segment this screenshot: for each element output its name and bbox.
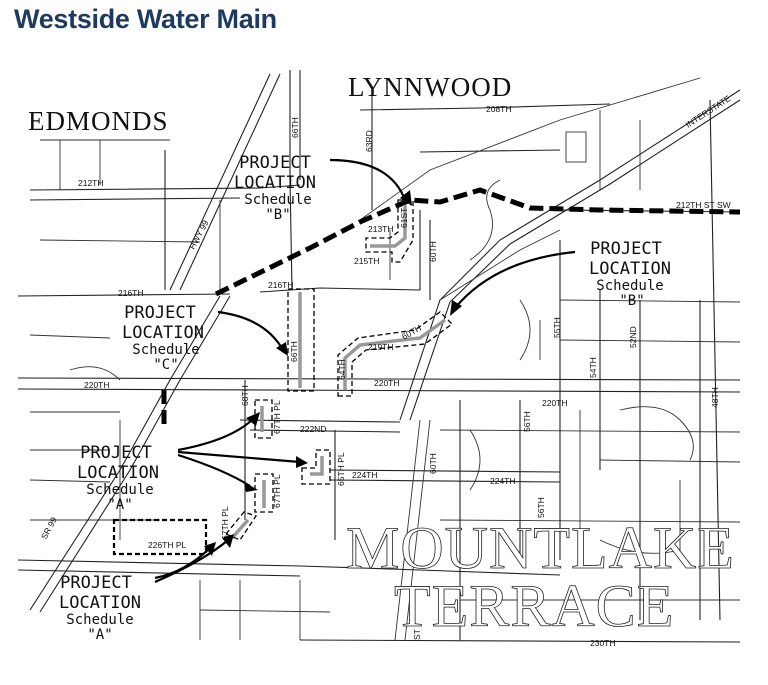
street-label: 65TH PL	[336, 452, 346, 486]
street-label: 226TH PL	[148, 540, 187, 550]
callout-title: LOCATION	[59, 593, 141, 613]
city-label-mountlake: MOUNTLAKE	[346, 515, 735, 581]
callout-title: LOCATION	[589, 259, 671, 279]
project-area-c	[287, 288, 315, 392]
callout-title: PROJECT	[590, 239, 662, 259]
street-label: 230TH	[590, 638, 616, 648]
callout-title: LOCATION	[77, 463, 159, 483]
callout-schedule: Schedule	[244, 192, 311, 208]
street-label: 67TH PL	[220, 506, 230, 540]
callout-title: PROJECT	[239, 153, 311, 173]
street-label: 216TH	[118, 288, 144, 298]
street-label: 222ND	[300, 424, 326, 434]
street-label: 67TH PL	[272, 474, 282, 508]
street-label: 68TH	[240, 385, 250, 406]
callout-schedule: Schedule	[132, 342, 199, 358]
street-label: 64TH	[337, 359, 347, 380]
street-label: 212TH	[78, 178, 104, 188]
street-label: 52ND	[628, 326, 638, 348]
street-label: 220TH	[542, 398, 568, 408]
city-label-terrace: TERRACE	[394, 573, 674, 639]
callout-letter: "A"	[87, 627, 112, 643]
project-area-b-right	[337, 311, 453, 397]
callout-title: PROJECT	[80, 443, 152, 463]
street-label: 212TH ST SW	[676, 200, 731, 210]
callout-title: LOCATION	[122, 323, 204, 343]
project-area-a-65th	[301, 449, 331, 485]
city-label-edmonds: EDMONDS	[28, 106, 169, 136]
street-label: 67TH PL	[272, 400, 282, 434]
callout-schedule: Schedule	[86, 482, 153, 498]
project-area-b-top	[365, 199, 414, 263]
street-label: 220TH	[84, 380, 110, 390]
street-label: 208TH	[486, 104, 512, 114]
street-label: 55TH	[552, 317, 562, 338]
callout-c: PROJECT LOCATION Schedule "C"	[122, 303, 204, 373]
callout-letter: "C"	[153, 357, 178, 373]
project-map: LYNNWOOD EDMONDS MOUNTLAKE TERRACE 208TH…	[17, 62, 746, 648]
street-label: 224TH	[490, 476, 516, 486]
city-label-lynnwood: LYNNWOOD	[348, 72, 512, 102]
callout-b-top: PROJECT LOCATION Schedule "B"	[234, 153, 316, 223]
street-label: 54TH	[588, 357, 598, 378]
callout-title: PROJECT	[124, 303, 196, 323]
street-label: ST	[412, 629, 422, 640]
project-area-a-226th	[112, 511, 258, 556]
callout-b-right: PROJECT LOCATION Schedule "B"	[589, 239, 671, 309]
street-label: 220TH	[374, 378, 400, 388]
road-network	[17, 70, 741, 643]
street-label: 213TH	[368, 224, 394, 234]
street-label: 56TH	[522, 411, 532, 432]
street-label: 66TH	[289, 341, 299, 362]
street-label: 216TH	[268, 280, 294, 290]
callout-schedule: Schedule	[66, 612, 133, 628]
street-label: 63RD	[364, 130, 374, 152]
street-label: 219TH	[368, 342, 394, 352]
project-area-a-67th	[254, 473, 274, 513]
callout-a-bottom: PROJECT LOCATION Schedule "A"	[59, 573, 141, 643]
street-label: 60TH	[428, 453, 438, 474]
street-label: 66TH	[290, 117, 300, 138]
street-label: 224TH	[352, 470, 378, 480]
callout-title: PROJECT	[60, 573, 132, 593]
street-label: 215TH	[354, 256, 380, 266]
page-title: Westside Water Main	[14, 4, 277, 34]
street-label: 60TH	[428, 241, 438, 262]
callout-title: LOCATION	[234, 173, 316, 193]
street-label: 61ST	[399, 208, 409, 228]
callout-schedule: Schedule	[596, 278, 663, 294]
callout-a-mid: PROJECT LOCATION Schedule "A"	[77, 443, 159, 513]
callout-letter: "B"	[265, 207, 290, 223]
street-label: 56TH	[536, 497, 546, 518]
callout-arrows	[154, 158, 576, 584]
callout-letter: "A"	[107, 497, 132, 513]
city-boundary-line	[214, 187, 741, 297]
callout-letter: "B"	[619, 293, 644, 309]
street-label: 48TH	[710, 387, 720, 408]
